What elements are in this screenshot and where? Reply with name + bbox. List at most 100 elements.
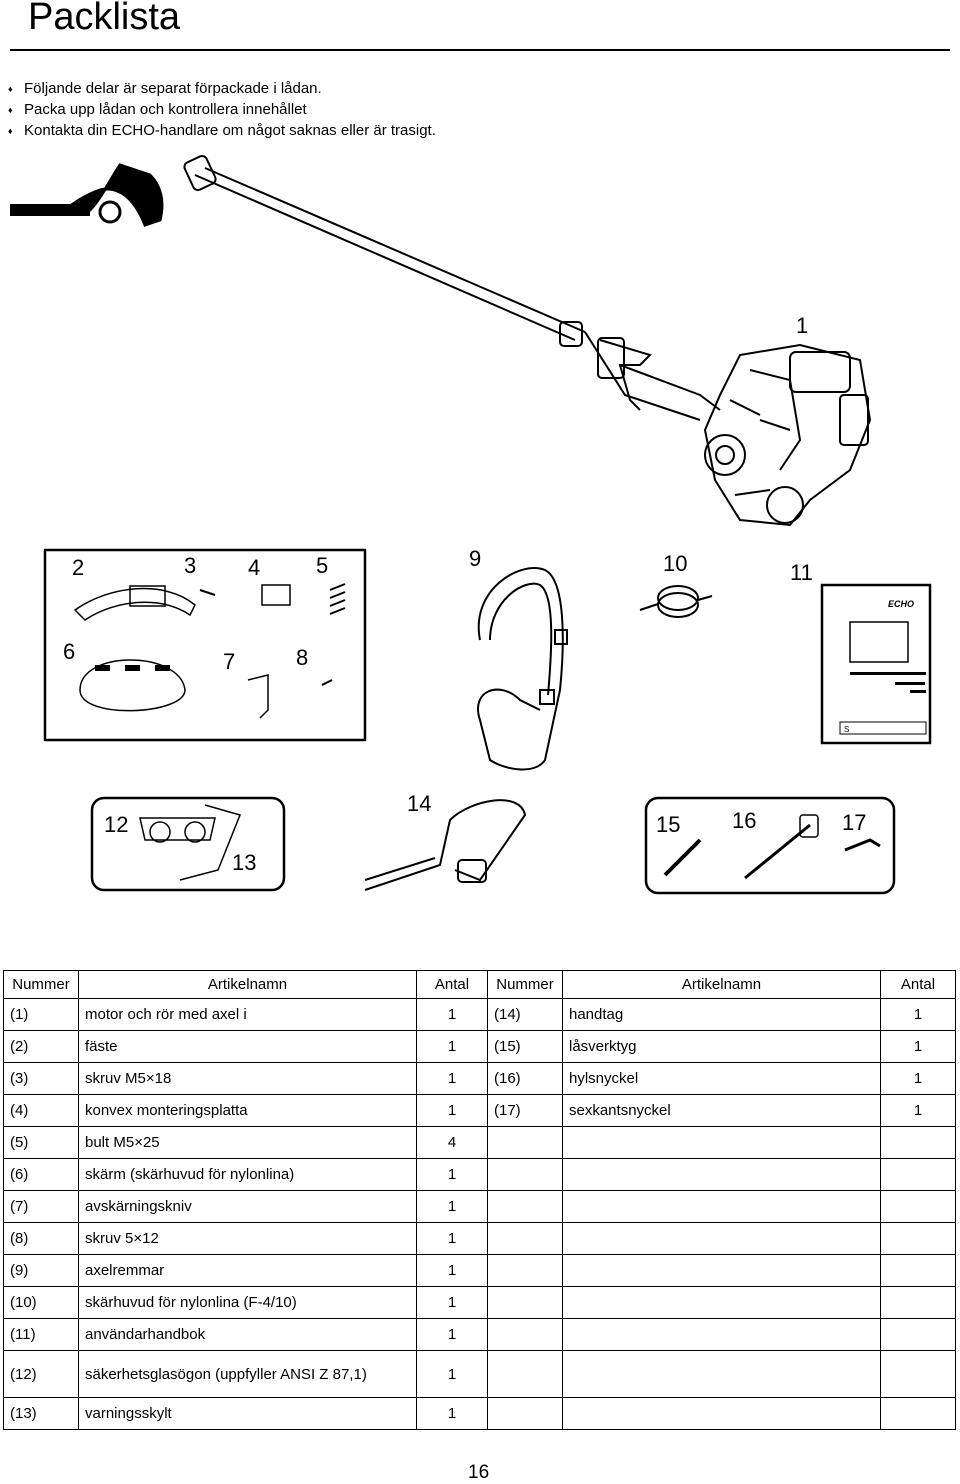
table-cell (880, 1397, 956, 1430)
table-cell: 1 (416, 1158, 488, 1191)
table-row: (12) säkerhetsglasögon (uppfyller ANSI Z… (3, 1350, 956, 1398)
table-cell: fäste (78, 1030, 417, 1063)
table-cell: axelremmar (78, 1254, 417, 1287)
table-cell (880, 1222, 956, 1255)
table-cell (487, 1350, 563, 1398)
table-cell: skruv 5×12 (78, 1222, 417, 1255)
table-cell: 1 (416, 1286, 488, 1319)
table-row: (6) skärm (skärhuvud för nylonlina) 1 (3, 1158, 956, 1191)
parts-panel-15-17 (644, 796, 896, 895)
intro-bullet-list: ♦Följande delar är separat förpackade i … (8, 78, 436, 141)
table-row: (2) fäste 1 (15) låsverktyg 1 (3, 1030, 956, 1063)
table-cell (880, 1318, 956, 1351)
callout-10: 10 (663, 551, 687, 576)
callout-6: 6 (63, 639, 75, 664)
bullet-text: Kontakta din ECHO-handlare om något sakn… (24, 122, 436, 139)
table-cell: hylsnyckel (562, 1062, 881, 1095)
handle-drawing (364, 799, 527, 891)
table-cell (562, 1397, 881, 1430)
table-cell: (10) (3, 1286, 79, 1319)
list-item: ♦Följande delar är separat förpackade i … (8, 78, 436, 99)
column-header-number: Nummer (487, 970, 563, 999)
callout-14: 14 (407, 791, 431, 816)
table-cell (562, 1350, 881, 1398)
table-row: (4) konvex monteringsplatta 1 (17) sexka… (3, 1094, 956, 1127)
table-cell (880, 1254, 956, 1287)
parts-panel-2-8 (43, 548, 367, 742)
table-cell: 1 (880, 998, 956, 1031)
table-cell: 1 (416, 1350, 488, 1398)
table-row: (10) skärhuvud för nylonlina (F-4/10) 1 (3, 1286, 956, 1319)
callout-13: 13 (232, 850, 256, 875)
table-row: (9) axelremmar 1 (3, 1254, 956, 1287)
table-row: (1) motor och rör med axel i 1 (14) hand… (3, 998, 956, 1031)
table-cell: varningsskylt (78, 1397, 417, 1430)
motor-shaft-drawing (183, 154, 872, 527)
table-cell: 1 (416, 1222, 488, 1255)
table-cell (487, 1126, 563, 1159)
table-cell: 1 (416, 1062, 488, 1095)
callout-8: 8 (296, 645, 308, 670)
callout-9: 9 (469, 546, 481, 571)
table-cell (562, 1126, 881, 1159)
table-cell: 1 (416, 998, 488, 1031)
table-cell: skärhuvud för nylonlina (F-4/10) (78, 1286, 417, 1319)
table-cell: (15) (487, 1030, 563, 1063)
column-header-number: Nummer (3, 970, 79, 999)
table-cell (880, 1350, 956, 1398)
table-cell: (5) (3, 1126, 79, 1159)
bullet-text: Packa upp lådan och kontrollera innehåll… (24, 101, 307, 118)
callout-16: 16 (732, 808, 756, 833)
table-cell: (1) (3, 998, 79, 1031)
manual-brand-text: ECHO (888, 599, 914, 609)
table-cell: skärm (skärhuvud för nylonlina) (78, 1158, 417, 1191)
table-cell: (8) (3, 1222, 79, 1255)
table-cell: 1 (880, 1030, 956, 1063)
callout-7: 7 (223, 649, 235, 674)
diamond-bullet-icon: ♦ (8, 125, 13, 136)
table-cell (880, 1190, 956, 1223)
table-cell: (16) (487, 1062, 563, 1095)
column-header-quantity: Antal (880, 970, 956, 999)
callout-17: 17 (842, 810, 866, 835)
table-cell (562, 1318, 881, 1351)
parts-panel-12-13 (90, 796, 286, 892)
table-cell: (6) (3, 1158, 79, 1191)
column-header-quantity: Antal (416, 970, 488, 999)
column-header-item-name: Artikelnamn (78, 970, 417, 999)
table-cell: (4) (3, 1094, 79, 1127)
table-cell: (17) (487, 1094, 563, 1127)
shoulder-strap-drawing (477, 567, 568, 771)
table-cell (487, 1158, 563, 1191)
table-cell: säkerhetsglasögon (uppfyller ANSI Z 87,1… (78, 1350, 417, 1398)
parts-list-table: Nummer Artikelnamn Antal Nummer Artikeln… (3, 970, 956, 1430)
table-cell: (14) (487, 998, 563, 1031)
table-row: (13) varningsskylt 1 (3, 1397, 956, 1430)
table-cell (487, 1286, 563, 1319)
callout-2: 2 (72, 555, 84, 580)
callout-1: 1 (796, 313, 808, 338)
table-cell: (7) (3, 1190, 79, 1223)
title-rule (10, 49, 950, 51)
callout-12: 12 (104, 812, 128, 837)
table-cell: 1 (416, 1397, 488, 1430)
callout-11: 11 (790, 560, 813, 585)
table-cell: konvex monteringsplatta (78, 1094, 417, 1127)
callout-15: 15 (656, 812, 680, 837)
table-cell: 1 (416, 1190, 488, 1223)
table-cell (562, 1222, 881, 1255)
table-cell: 1 (416, 1318, 488, 1351)
table-cell (880, 1126, 956, 1159)
table-cell (880, 1158, 956, 1191)
callout-5: 5 (316, 553, 328, 578)
page-number: 16 (468, 1462, 490, 1483)
table-cell: (2) (3, 1030, 79, 1063)
table-cell: 1 (880, 1094, 956, 1127)
table-cell: (12) (3, 1350, 79, 1398)
table-cell: skruv M5×18 (78, 1062, 417, 1095)
table-cell: motor och rör med axel i (78, 998, 417, 1031)
table-row: (5) bult M5×25 4 (3, 1126, 956, 1159)
table-cell: avskärningskniv (78, 1190, 417, 1223)
parts-illustration: ECHO S 1 2 3 4 5 6 7 8 9 10 11 12 13 14 (10, 154, 932, 895)
list-item: ♦ Kontakta din ECHO-handlare om något sak… (8, 120, 436, 141)
